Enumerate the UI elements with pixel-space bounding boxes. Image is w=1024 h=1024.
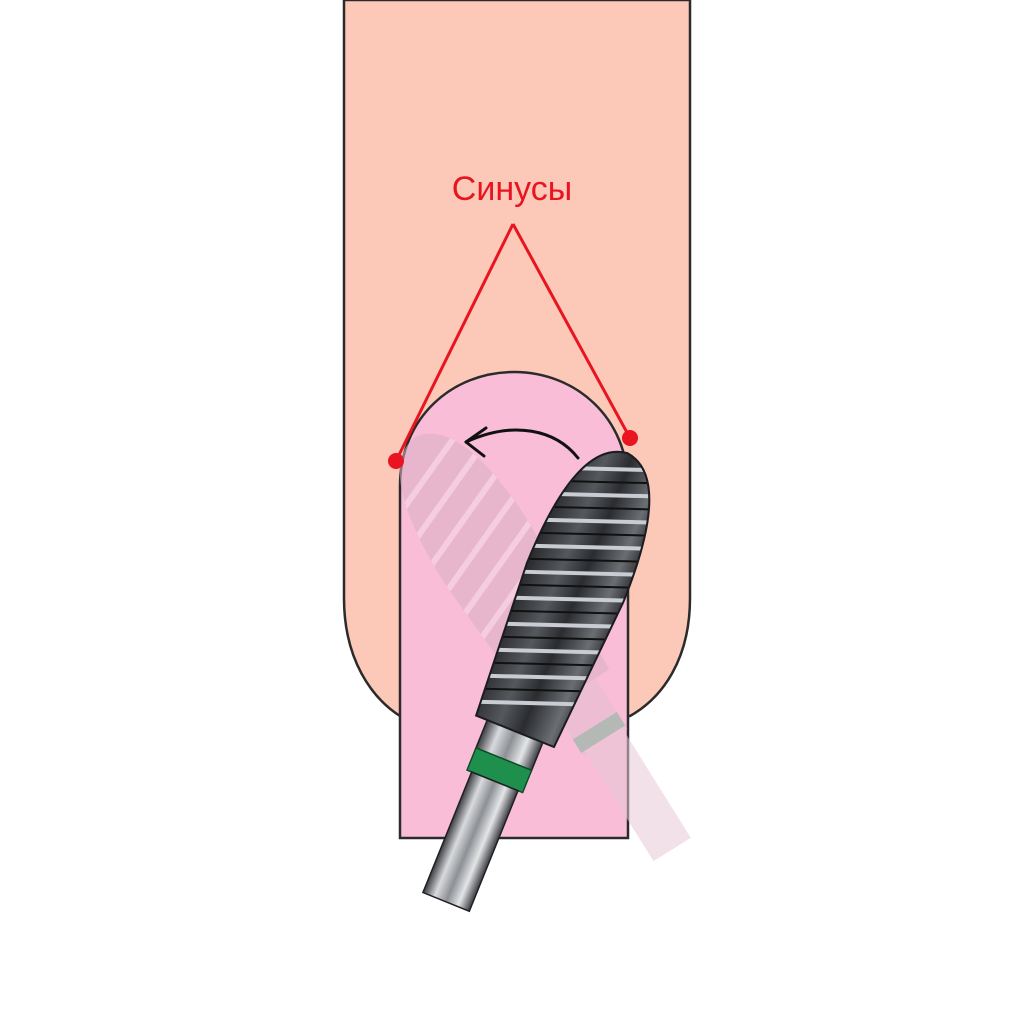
sinus-point-right — [622, 430, 638, 446]
sinus-label: Синусы — [452, 170, 572, 208]
curved-arrow-icon — [464, 426, 580, 460]
carbide-cone-bur-icon — [421, 433, 676, 913]
sinus-pointer-lines — [394, 223, 632, 462]
sinus-point-left — [388, 453, 404, 469]
